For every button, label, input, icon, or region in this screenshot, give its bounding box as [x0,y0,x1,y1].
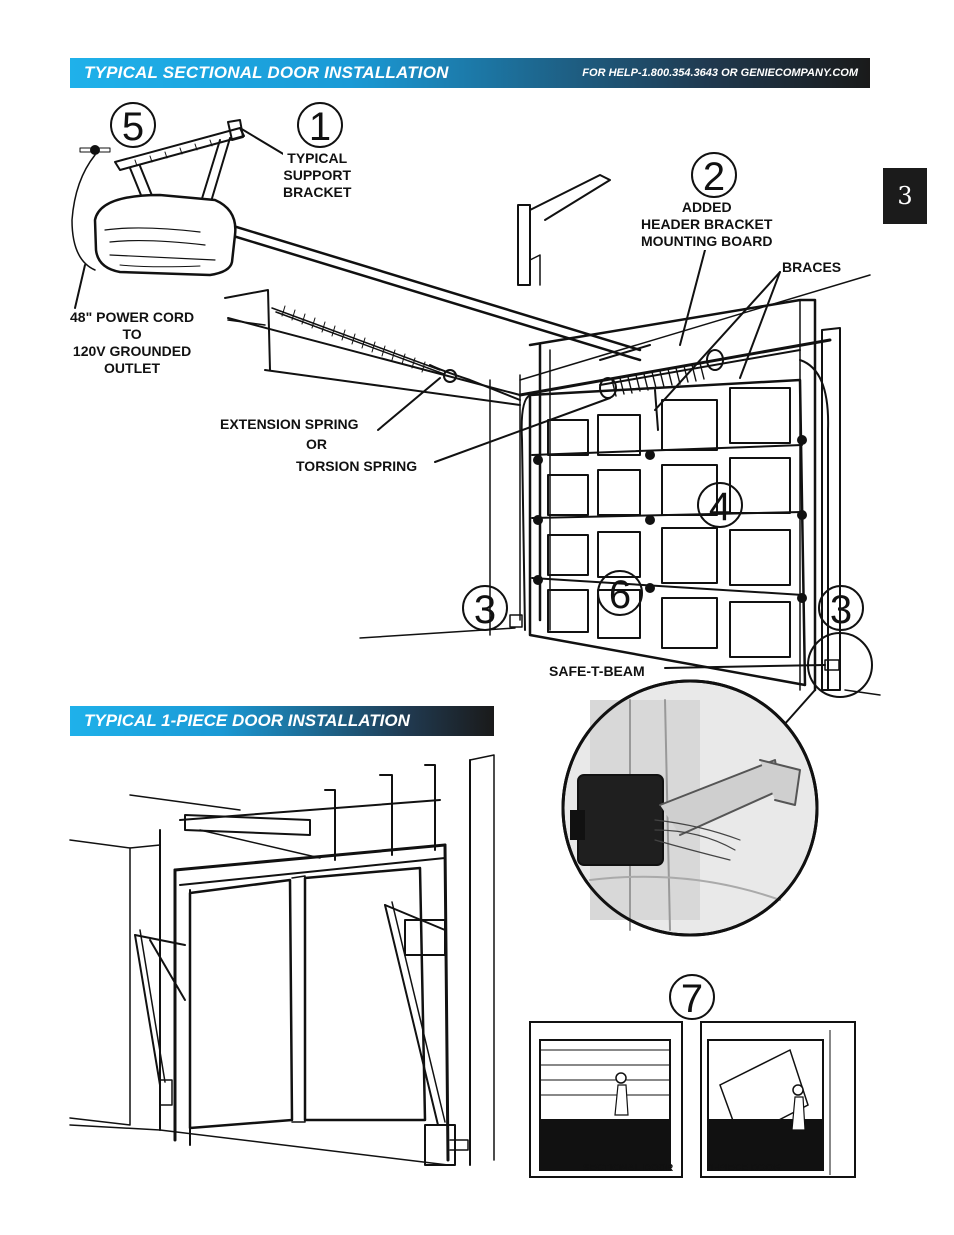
label-power-cord-text: 48" POWER CORD TO 120V GROUNDED OUTLET [70,309,195,376]
label-extension-spring: EXTENSION SPRING [220,416,359,433]
label-header-board-text: ADDED HEADER BRACKET MOUNTING BOARD [641,199,773,249]
help-line: FOR HELP-1.800.354.3643 OR GENIECOMPANY.… [582,67,858,79]
header-title: TYPICAL SECTIONAL DOOR INSTALLATION [84,63,449,82]
page-number-tab: 3 [883,168,927,224]
callout-number-6: 6 [609,573,631,617]
panel-label-sectional: SECTIONAL DOOR [583,1163,674,1174]
label-or: OR [306,436,327,453]
label-support-bracket: TYPICAL SUPPORT BRACKET [283,150,352,201]
label-torsion-spring: TORSION SPRING [296,458,418,475]
callout-number-3-left: 3 [474,588,496,632]
callout-number-3-right: 3 [830,588,852,632]
header-banner: TYPICAL SECTIONAL DOOR INSTALLATION FOR … [70,58,870,88]
callout-number-4: 4 [709,485,731,529]
section-title-one-piece: TYPICAL 1-PIECE DOOR INSTALLATION [84,711,410,730]
label-header-board: ADDED HEADER BRACKET MOUNTING BOARD [641,199,773,250]
label-support-bracket-text: TYPICAL SUPPORT BRACKET [283,150,352,200]
callout-number-1: 1 [309,105,331,149]
callout-number-7: 7 [681,977,703,1021]
callout-number-5: 5 [122,105,144,149]
label-braces: BRACES [782,259,842,276]
section-banner-one-piece: TYPICAL 1-PIECE DOOR INSTALLATION [70,706,494,736]
callout-number-2: 2 [703,155,725,199]
panel-label-one-piece: 1-PIECE DOOR [709,1163,781,1174]
label-safe-t-beam: SAFE-T-BEAM [549,663,645,680]
label-power-cord: 48" POWER CORD TO 120V GROUNDED OUTLET [70,309,195,377]
